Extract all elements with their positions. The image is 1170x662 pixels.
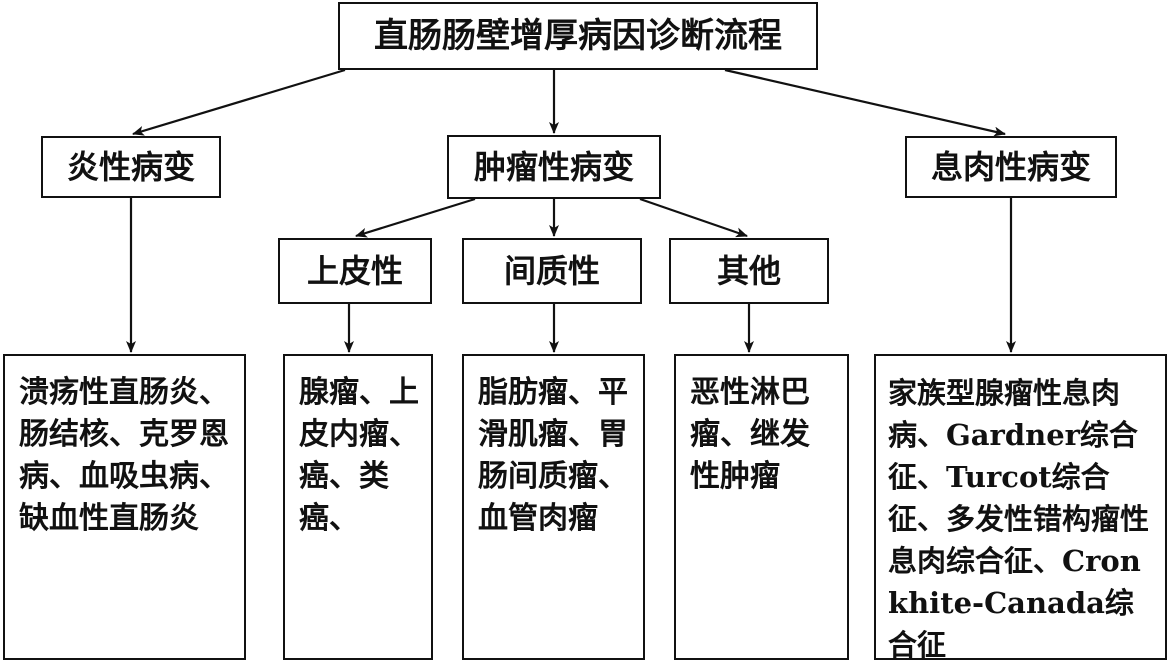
inflammatory-node: 炎性病变 [41,136,221,198]
epithelial-details-text: 腺瘤、上皮内瘤、癌、类癌、 [299,375,419,536]
other-tumor-node-label: 其他 [716,252,781,290]
tumorous-node-label: 肿瘤性病变 [473,148,634,186]
other-tumor-details-node: 恶性淋巴瘤、继发性肿瘤 [674,354,849,660]
polypoid-details-node: 家族型腺瘤性息肉病、Gardner综合征、Turcot综合征、多发性错构瘤性息肉… [874,354,1167,662]
other-tumor-node: 其他 [669,238,829,304]
arrow-tumorous-to-epithelial [355,197,476,238]
epithelial-details-node: 腺瘤、上皮内瘤、癌、类癌、 [283,354,433,660]
other-tumor-details-text: 恶性淋巴瘤、继发性肿瘤 [690,375,810,494]
epithelial-node-label: 上皮性 [306,252,403,290]
polypoid-details-text: 家族型腺瘤性息肉病、Gardner综合征、Turcot综合征、多发性错构瘤性息肉… [888,376,1150,662]
root-node: 直肠肠壁增厚病因诊断流程 [338,2,818,70]
root-node-label: 直肠肠壁增厚病因诊断流程 [374,16,782,56]
arrow-root-to-polypoid [724,68,1006,137]
inflammatory-details-text: 溃疡性直肠炎、肠结核、克罗恩病、血吸虫病、缺血性直肠炎 [19,375,229,536]
arrow-root-to-inflammatory [132,68,346,136]
arrow-tumorous-to-other [639,197,748,238]
mesenchymal-details-node: 脂肪瘤、平滑肌瘤、胃肠间质瘤、血管肉瘤 [462,354,645,660]
polypoid-node-label: 息肉性病变 [930,148,1091,186]
polypoid-node: 息肉性病变 [905,136,1117,198]
inflammatory-details-node: 溃疡性直肠炎、肠结核、克罗恩病、血吸虫病、缺血性直肠炎 [3,354,246,660]
epithelial-node: 上皮性 [278,238,432,304]
inflammatory-node-label: 炎性病变 [66,148,195,186]
mesenchymal-node: 间质性 [462,238,642,304]
mesenchymal-node-label: 间质性 [503,252,600,290]
tumorous-node: 肿瘤性病变 [447,135,661,199]
mesenchymal-details-text: 脂肪瘤、平滑肌瘤、胃肠间质瘤、血管肉瘤 [478,375,628,536]
